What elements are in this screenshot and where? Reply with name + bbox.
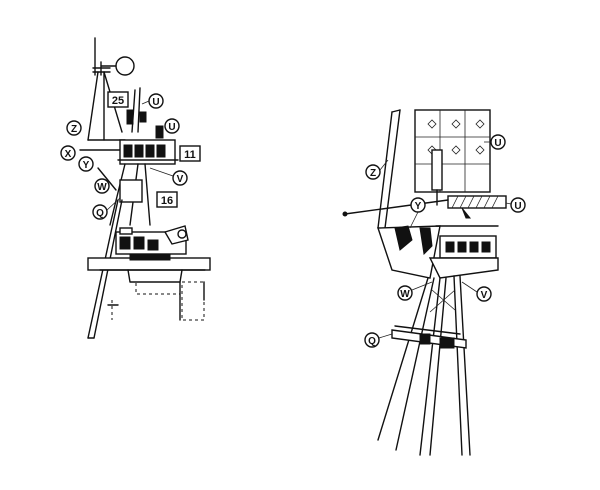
left-label-u-mid: U [168,122,175,133]
left-label-y-circle [78,156,94,172]
left-label-25-box [107,91,129,108]
left-label-16-box [156,191,178,208]
left-label-25: 25 [112,95,124,107]
right-mast-view [342,109,507,456]
left-label-11: 11 [184,149,196,161]
left-label-u-top: U [152,97,159,108]
right-label-z-circle [365,164,381,180]
right-yard [447,195,507,209]
left-mast-view [79,37,211,339]
right-label-u-mid: U [514,201,521,212]
right-label-q-circle [364,332,380,348]
right-label-w: W [400,289,410,300]
left-label-x: X [65,149,72,160]
right-label-u-mid-circle [510,197,526,213]
right-label-q: Q [368,336,376,347]
right-label-v-circle [476,286,492,302]
right-label-u-top: U [494,138,501,149]
left-labels: Z X Y W Q V U U 25 11 16 [60,91,201,220]
right-label-v: V [481,290,488,301]
left-label-11-box [179,145,201,162]
left-label-z-circle [66,120,82,136]
left-label-v-circle [172,170,188,186]
left-label-u-mid-circle [164,118,180,134]
left-label-z: Z [71,124,77,135]
left-label-q: Q [96,208,104,219]
right-labels: Z Y U U W V Q [364,134,526,348]
left-label-q-circle [92,204,108,220]
left-label-y: Y [83,160,90,171]
left-label-v: V [177,174,184,185]
left-radome [115,56,135,76]
left-label-w-circle [94,178,110,194]
right-label-y: Y [415,201,422,212]
left-label-w: W [97,182,107,193]
left-label-16: 16 [161,195,173,207]
right-label-z: Z [370,168,376,179]
right-label-w-circle [397,285,413,301]
left-label-x-circle [60,145,76,161]
